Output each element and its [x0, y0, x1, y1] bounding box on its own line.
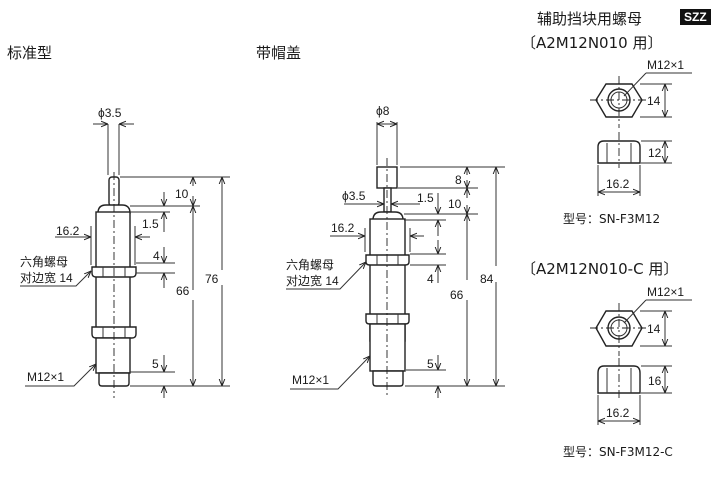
- capped-dim-5: 5: [427, 357, 434, 371]
- nut-c-height: 16: [648, 374, 662, 388]
- standard-dim-5: 5: [152, 357, 159, 371]
- standard-drawing: ϕ3.5 10 1.5 16.2 4 66 76: [20, 106, 230, 398]
- nut-a-outer: 16.2: [606, 177, 630, 191]
- nut-a-thread-label: M12×1: [647, 58, 684, 72]
- standard-hex-nut-width-label: 对边宽 14: [20, 270, 73, 285]
- capped-dim-10: 10: [448, 197, 462, 211]
- capped-title: 带帽盖: [256, 44, 302, 62]
- capped-hex-nut-lower: [365, 313, 410, 325]
- nut-c-width-across: 14: [647, 322, 661, 336]
- standard-thread-label: M12×1: [27, 370, 64, 384]
- standard-title: 标准型: [7, 44, 53, 62]
- capped-rod-diameter: ϕ3.5: [342, 189, 366, 203]
- standard-hex-nut-label: 六角螺母: [20, 255, 68, 269]
- capped-cap-diameter: ϕ8: [376, 104, 390, 118]
- standard-dim-10: 10: [175, 187, 189, 201]
- capped-dim-84: 84: [480, 272, 494, 286]
- nut-a-width-across: 14: [647, 94, 661, 108]
- aux-nut-c-drawing: M12×1 14 16 16.2: [590, 285, 692, 425]
- variant-c-model: 型号：SN-F3M12-C: [563, 445, 673, 459]
- aux-nut-a-drawing: M12×1 14 12 16.2: [590, 58, 692, 196]
- capped-hex-nut-width-label: 对边宽 14: [286, 273, 339, 288]
- nut-c-outer: 16.2: [606, 406, 630, 420]
- capped-dim-8: 8: [455, 173, 462, 187]
- capped-hex-nut-label: 六角螺母: [286, 258, 334, 272]
- capped-dim-66: 66: [450, 288, 464, 302]
- variant-a-model: 型号：SN-F3M12: [563, 212, 661, 226]
- capped-dim-16-2: 16.2: [331, 221, 355, 235]
- variant-a-heading: 〔A2M12N010 用〕: [521, 34, 663, 52]
- standard-dim-16-2: 16.2: [56, 224, 80, 238]
- nut-a-height: 12: [648, 146, 662, 160]
- standard-dim-1-5: 1.5: [142, 217, 159, 231]
- variant-c-heading: 〔A2M12N010-C 用〕: [521, 260, 679, 278]
- standard-dim-76: 76: [205, 272, 219, 286]
- capped-hex-nut-upper: [365, 254, 410, 266]
- standard-thread-end: [98, 372, 130, 387]
- standard-dim-4: 4: [153, 249, 160, 263]
- standard-rod-diameter: ϕ3.5: [98, 106, 122, 120]
- standard-dim-66: 66: [176, 284, 190, 298]
- capped-drawing: ϕ8 ϕ3.5 8 10 1.5 16.2 4: [286, 104, 505, 398]
- capped-thread-label: M12×1: [292, 373, 329, 387]
- capped-thread-end: [372, 370, 404, 387]
- nut-c-thread-label: M12×1: [647, 285, 684, 299]
- capped-dim-1-5: 1.5: [417, 191, 434, 205]
- brand-badge: SZZ: [680, 9, 711, 25]
- capped-dim-4: 4: [427, 272, 434, 286]
- aux-nut-title: 辅助挡块用螺母: [537, 10, 643, 28]
